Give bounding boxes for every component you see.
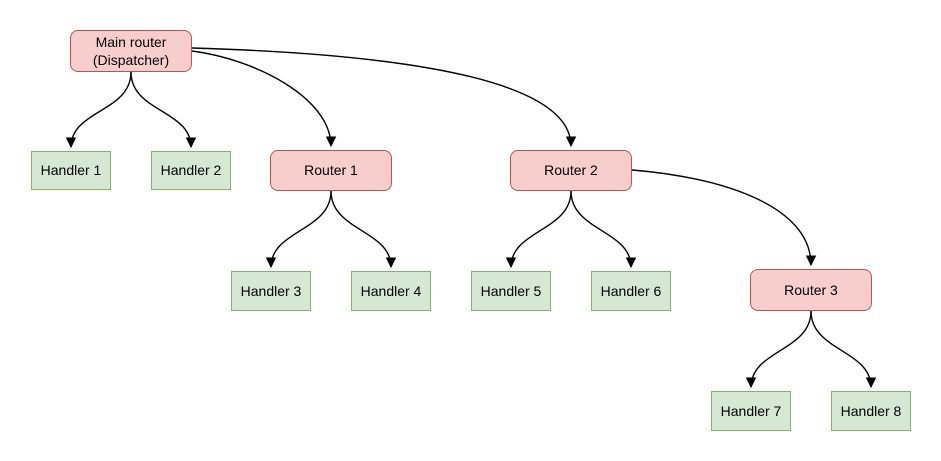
node-router-2: Router 2 [510,150,632,191]
node-label-router-2: Router 2 [544,162,598,179]
edge-main-router-to-handler-2 [130,71,197,149]
node-handler-7: Handler 7 [711,391,791,431]
edge-router-2-to-handler-5 [505,190,572,269]
node-label-handler-3: Handler 3 [240,282,302,299]
node-router-3: Router 3 [750,269,872,311]
node-handler-8: Handler 8 [831,391,911,431]
node-router-1: Router 1 [270,150,392,191]
node-handler-1: Handler 1 [31,151,111,190]
node-label-router-1: Router 1 [304,162,358,179]
node-label-handler-4: Handler 4 [360,282,422,299]
edge-main-router-to-handler-1 [65,71,132,149]
node-label-handler-7: Handler 7 [720,402,782,419]
edge-router-3-to-handler-8 [810,310,877,389]
node-handler-6: Handler 6 [591,271,671,311]
node-handler-2: Handler 2 [151,151,231,190]
node-label-handler-2: Handler 2 [160,162,222,179]
edge-router-3-to-handler-7 [745,310,812,389]
node-label-handler-1: Handler 1 [40,162,102,179]
node-main-router: Main router (Dispatcher) [70,30,192,72]
edge-group [65,47,877,389]
node-handler-3: Handler 3 [231,271,311,311]
node-handler-4: Handler 4 [351,271,431,311]
edge-main-router-to-router-2 [191,47,577,148]
node-label-router-3: Router 3 [784,281,838,298]
edge-router-2-to-handler-6 [570,190,637,269]
node-handler-5: Handler 5 [471,271,551,311]
node-label-handler-8: Handler 8 [840,402,902,419]
edge-main-router-to-router-1 [191,50,337,148]
edge-router-2-to-router-3 [631,169,817,267]
node-label-main-router: Main router (Dispatcher) [92,33,170,68]
node-label-handler-5: Handler 5 [480,282,542,299]
edge-router-1-to-handler-4 [330,190,397,269]
node-label-handler-6: Handler 6 [600,282,662,299]
edge-router-1-to-handler-3 [265,190,332,269]
